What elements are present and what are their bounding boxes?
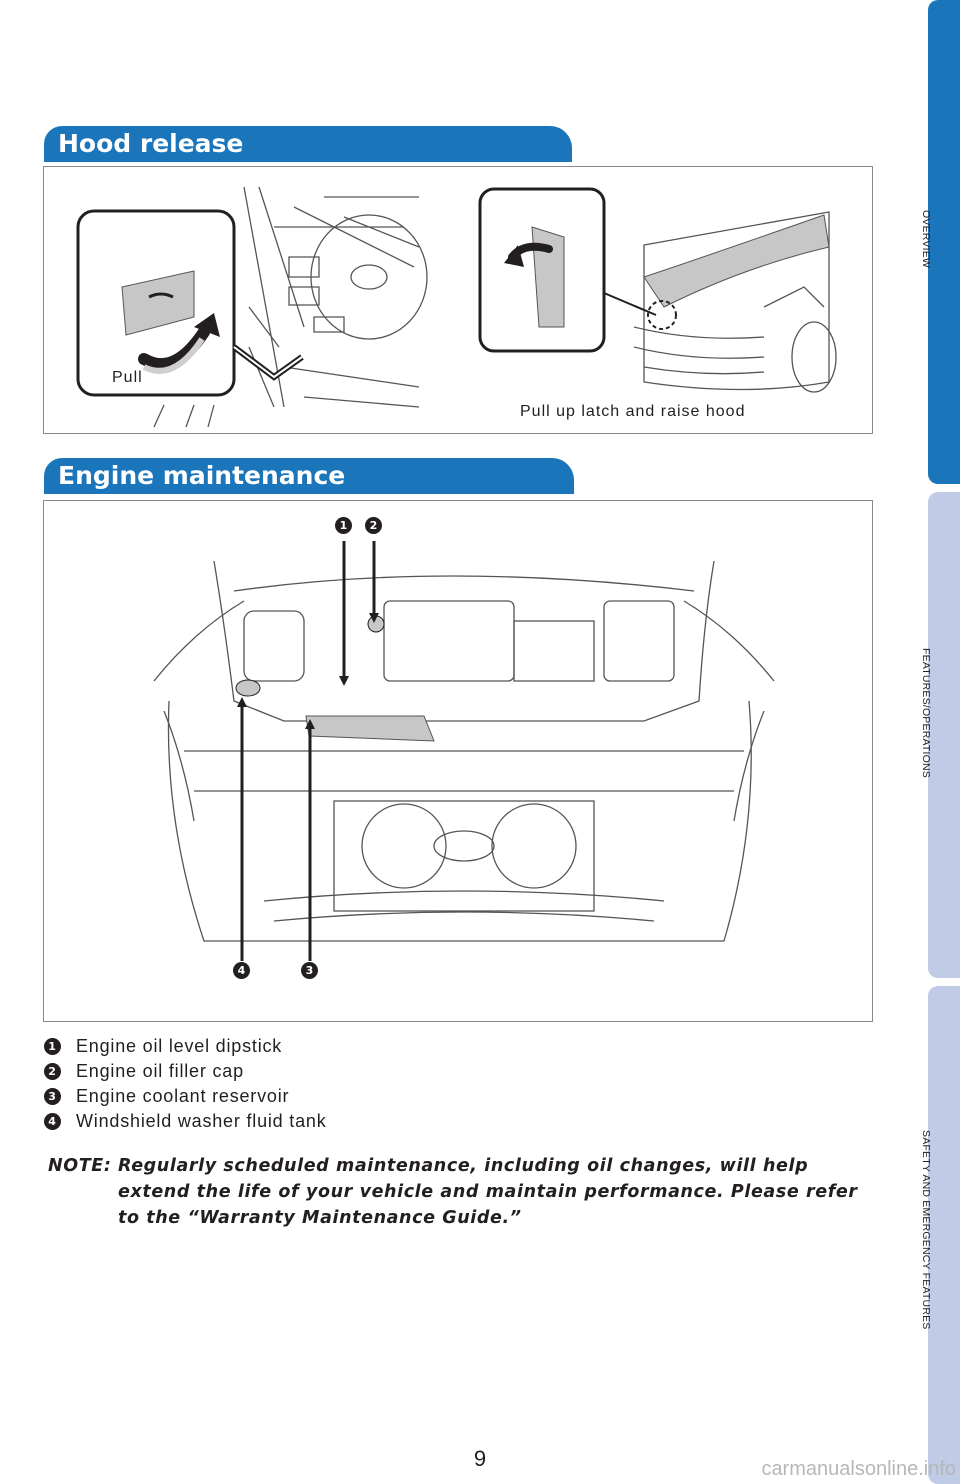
legend-item: 1 Engine oil level dipstick bbox=[44, 1034, 327, 1059]
latch-caption: Pull up latch and raise hood bbox=[520, 403, 746, 420]
tab-overview-label: OVERVIEW bbox=[920, 210, 932, 269]
engine-maintenance-panel: 1 2 4 3 bbox=[43, 500, 873, 1022]
legend-label: Windshield washer fluid tank bbox=[76, 1111, 327, 1131]
legend-label: Engine oil filler cap bbox=[76, 1061, 244, 1081]
watermark: carmanualsonline.info bbox=[761, 1458, 956, 1480]
callout-3: 3 bbox=[301, 962, 318, 979]
note-text: Regularly scheduled maintenance, includi… bbox=[118, 1156, 858, 1228]
engine-maintenance-header: Engine maintenance bbox=[44, 458, 574, 494]
legend-number: 1 bbox=[44, 1038, 61, 1055]
hood-release-illustration bbox=[76, 186, 837, 428]
legend-item: 3 Engine coolant reservoir bbox=[44, 1084, 327, 1109]
legend-item: 4 Windshield washer fluid tank bbox=[44, 1109, 327, 1134]
callout-4: 4 bbox=[233, 962, 250, 979]
tab-safety-emergency[interactable] bbox=[928, 986, 960, 1484]
legend-number: 3 bbox=[44, 1088, 61, 1105]
pull-label: Pull bbox=[112, 369, 143, 386]
hood-release-title: Hood release bbox=[58, 129, 244, 158]
legend-item: 2 Engine oil filler cap bbox=[44, 1059, 327, 1084]
legend-number: 2 bbox=[44, 1063, 61, 1080]
engine-legend: 1 Engine oil level dipstick 2 Engine oil… bbox=[44, 1034, 327, 1134]
hood-release-panel: Pull Pull up latch and raise hood bbox=[43, 166, 873, 434]
page-number: 9 bbox=[473, 1446, 487, 1471]
tab-features-operations-label: FEATURES/OPERATIONS bbox=[920, 648, 932, 779]
tab-safety-emergency-label: SAFETY AND EMERGENCY FEATURES bbox=[920, 1130, 932, 1330]
callout-2: 2 bbox=[365, 517, 382, 534]
hood-release-header: Hood release bbox=[44, 126, 572, 162]
legend-label: Engine coolant reservoir bbox=[76, 1086, 290, 1106]
callout-1: 1 bbox=[335, 517, 352, 534]
engine-maintenance-title: Engine maintenance bbox=[58, 461, 346, 490]
legend-number: 4 bbox=[44, 1113, 61, 1130]
maintenance-note: NOTE: Regularly scheduled maintenance, i… bbox=[48, 1153, 858, 1231]
section-tabs bbox=[928, 0, 960, 1484]
tab-features-operations[interactable] bbox=[928, 492, 960, 978]
tab-overview[interactable] bbox=[928, 0, 960, 484]
engine-bay-illustration bbox=[153, 541, 775, 961]
note-label: NOTE: bbox=[48, 1156, 112, 1176]
legend-label: Engine oil level dipstick bbox=[76, 1036, 283, 1056]
